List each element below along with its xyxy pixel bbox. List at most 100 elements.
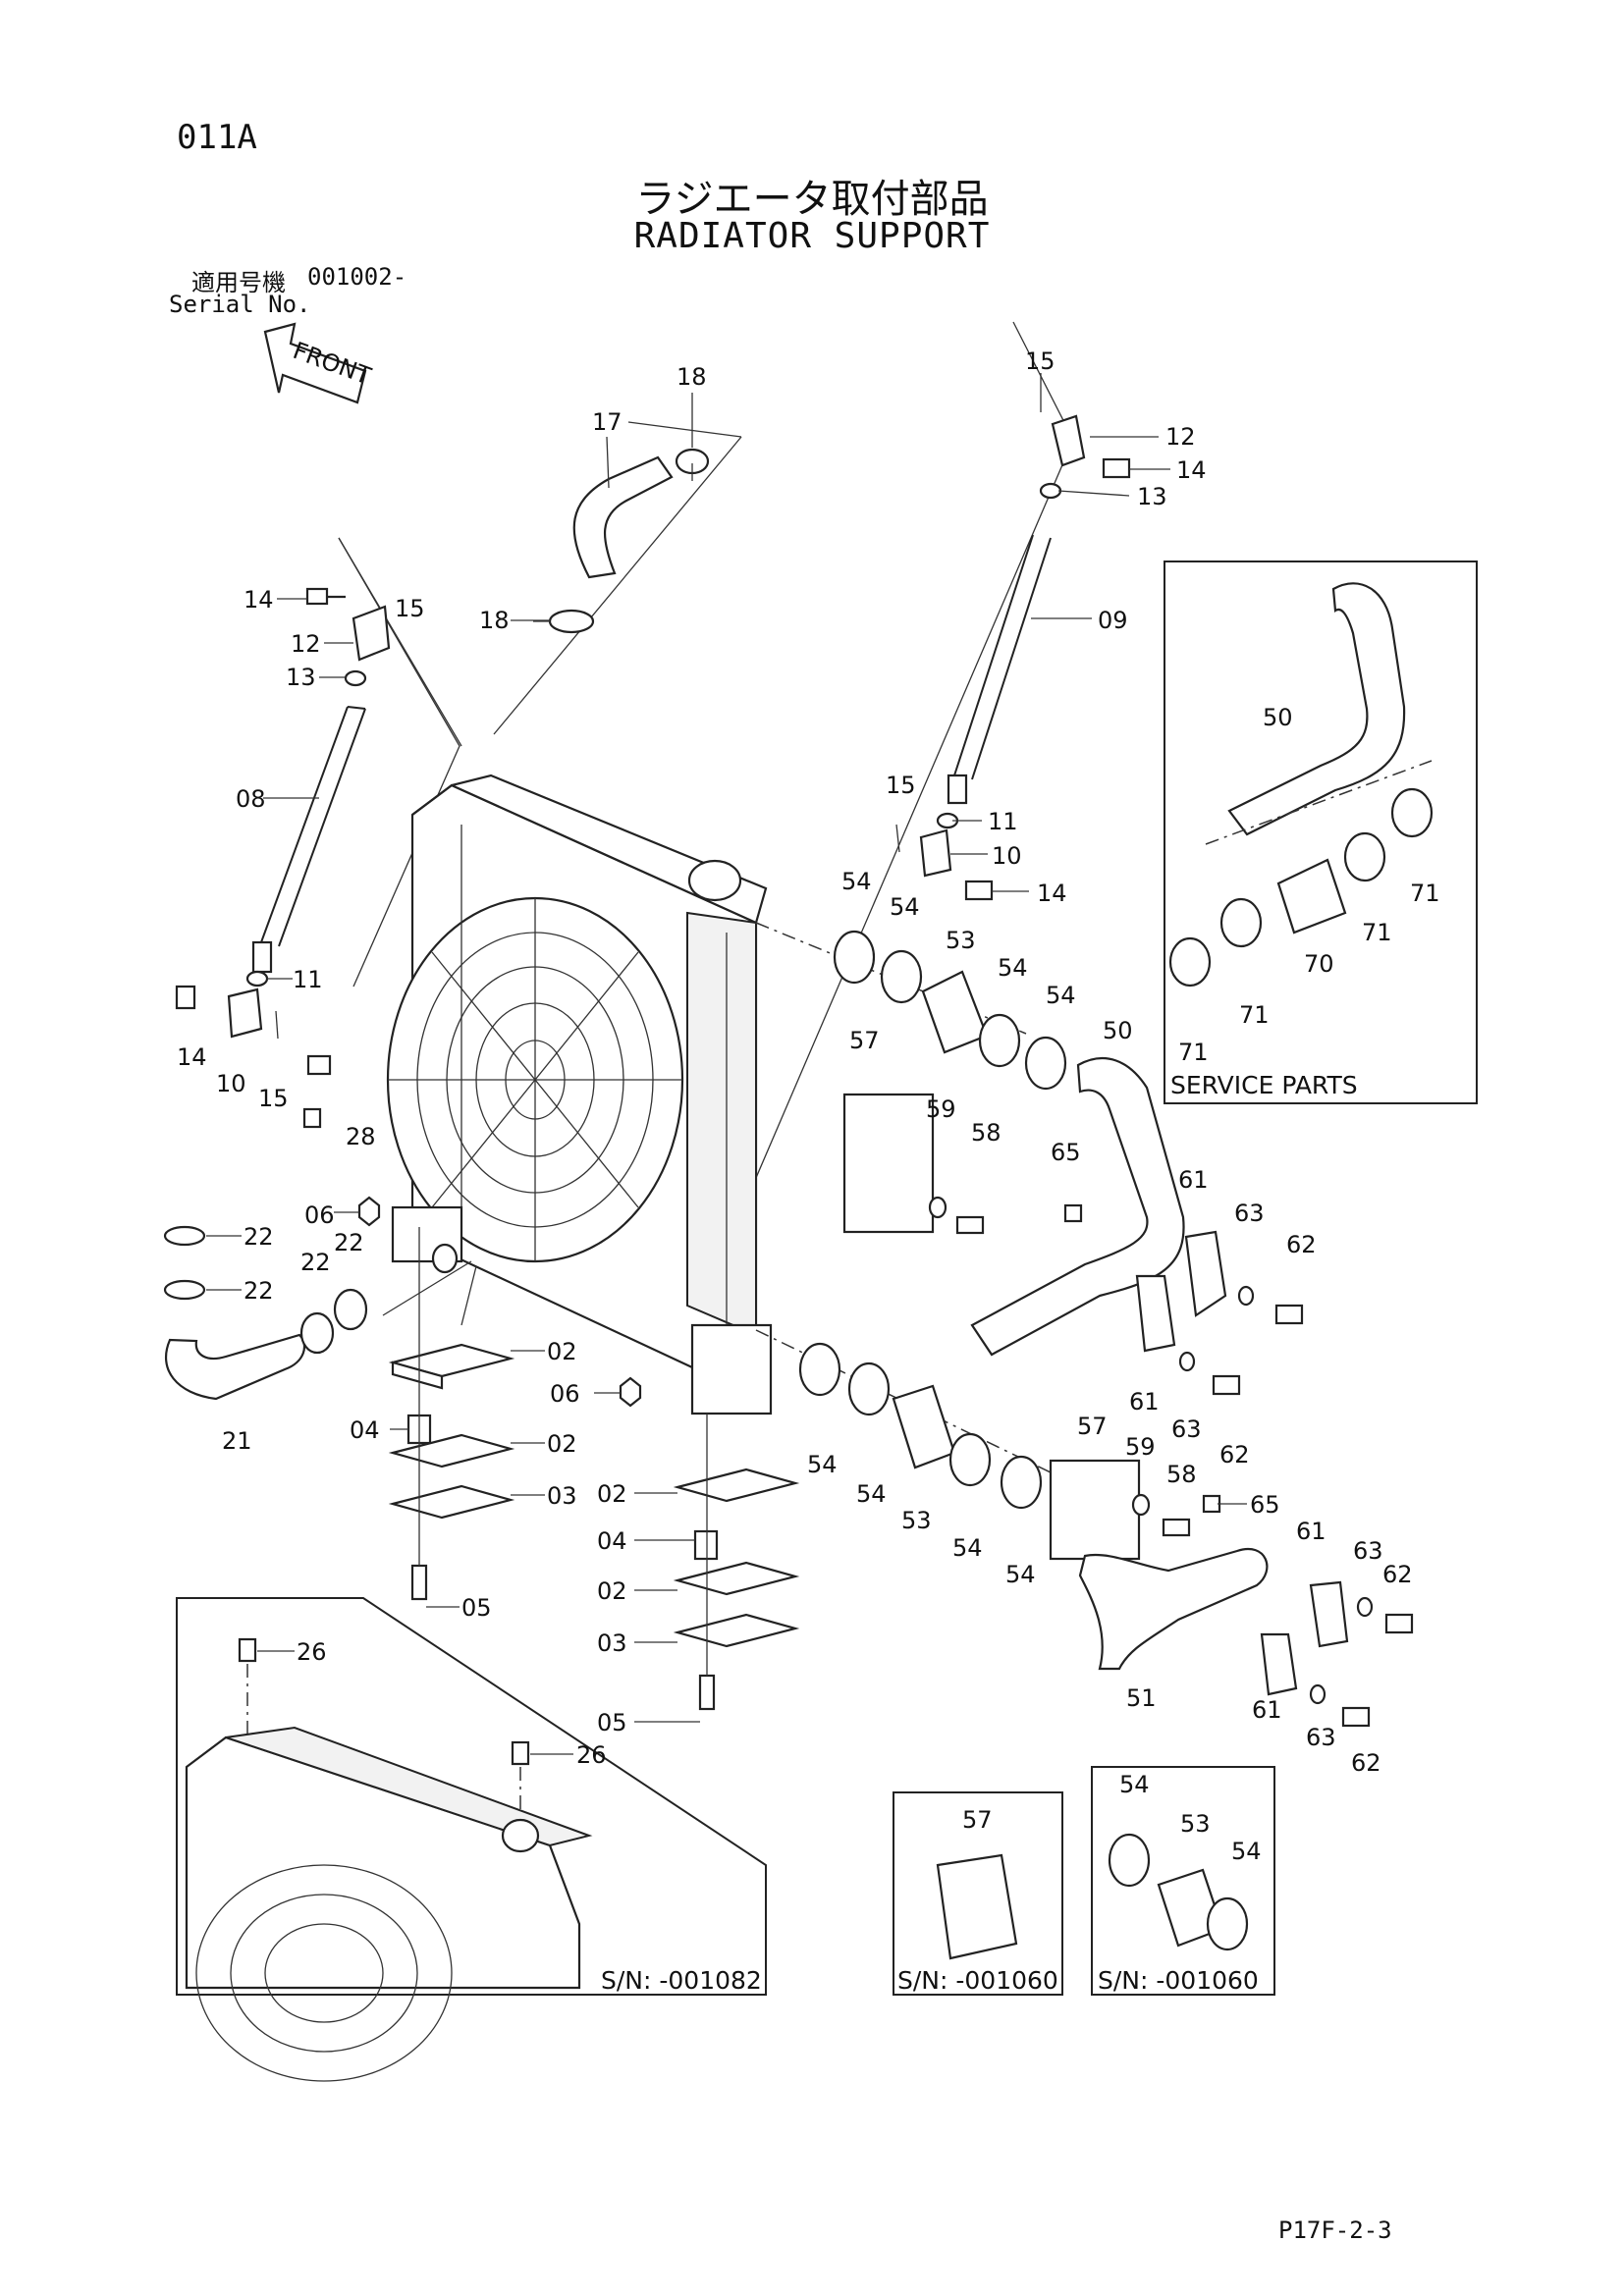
cover-plate-icon	[1049, 1459, 1141, 1561]
callout: 65	[1250, 1491, 1280, 1519]
hose-clamp-icon	[847, 1362, 891, 1416]
bolt-icon	[698, 1674, 716, 1711]
callout: 54	[1005, 1561, 1036, 1588]
callout: 53	[901, 1507, 932, 1534]
callout: 50	[1263, 704, 1293, 731]
bracket-icon	[352, 605, 391, 662]
bolt-icon	[1102, 457, 1131, 479]
title-japanese: ラジエータ取付部品	[635, 177, 989, 222]
callout: 63	[1353, 1537, 1383, 1565]
callout: 59	[1125, 1433, 1156, 1461]
callout: 57	[849, 1027, 880, 1054]
callout: 62	[1351, 1749, 1381, 1777]
callout: 18	[677, 363, 707, 391]
callout: 14	[244, 586, 274, 614]
hose-clamp-icon	[163, 1225, 206, 1247]
callout: 54	[856, 1480, 887, 1508]
rod-end-icon	[947, 774, 968, 805]
callout: 04	[350, 1416, 380, 1444]
callout: 13	[1137, 483, 1167, 510]
sheet-code: P17F-2-3	[1278, 2216, 1392, 2244]
callout: 03	[597, 1629, 627, 1657]
hose-joint-icon	[1276, 858, 1347, 934]
callout: 63	[1171, 1415, 1202, 1443]
hose-clamp-icon	[1219, 897, 1263, 948]
callout: 71	[1410, 880, 1440, 907]
callout: 51	[1126, 1684, 1157, 1712]
nut-icon	[619, 1376, 642, 1408]
callout: 12	[1165, 423, 1196, 451]
callout: 70	[1304, 950, 1334, 978]
callout: 09	[1098, 607, 1128, 634]
cover-plate-icon	[842, 1093, 935, 1234]
callout: 57	[962, 1806, 993, 1834]
hose-clamp-icon	[798, 1342, 841, 1397]
callout: 71	[1178, 1039, 1209, 1066]
callout: 62	[1219, 1441, 1250, 1468]
callout: 22	[244, 1277, 274, 1305]
callout: 54	[890, 893, 920, 921]
right-stay-rod-assembly	[731, 321, 1131, 1236]
callout: 02	[597, 1577, 627, 1605]
callout: 15	[395, 595, 425, 622]
bolt-icon	[305, 587, 329, 606]
leader-lines	[206, 373, 1247, 1755]
callout: 54	[841, 868, 872, 895]
serial-label-japanese: 適用号機	[191, 269, 286, 296]
callout: 08	[236, 785, 266, 813]
callout: 53	[1180, 1810, 1211, 1838]
spacer-icon	[693, 1529, 719, 1561]
callout: 12	[291, 630, 321, 658]
bolt-icon	[238, 1637, 257, 1663]
inset-hose-joint: S/N: -001060	[1091, 1766, 1275, 1996]
title-english: RADIATOR SUPPORT	[633, 216, 991, 256]
bolt-icon	[1162, 1518, 1191, 1537]
callout: 61	[1178, 1166, 1209, 1194]
lower-bracket-icon	[690, 1323, 773, 1415]
bolt-icon	[1274, 1304, 1304, 1325]
callout: 10	[992, 842, 1022, 870]
bolt-icon	[1212, 1374, 1241, 1396]
serial-label-english: Serial No.	[169, 291, 311, 318]
bolt-icon	[1341, 1706, 1371, 1728]
clip-icon	[1309, 1580, 1349, 1648]
callout: 14	[1176, 456, 1207, 484]
callout: 61	[1252, 1696, 1282, 1724]
callout: 63	[1234, 1200, 1265, 1227]
front-arrow-icon: FRONT	[263, 322, 375, 404]
callout: 50	[1103, 1017, 1133, 1044]
callout: 15	[1025, 347, 1056, 375]
mount-plate-icon	[673, 1561, 800, 1596]
hose-clamp-icon	[1108, 1833, 1151, 1888]
callout: 10	[216, 1070, 246, 1097]
bolt-icon	[1202, 1494, 1221, 1514]
hose-clamp-icon	[948, 1432, 992, 1487]
callout: 17	[592, 408, 623, 436]
callout: 62	[1382, 1561, 1413, 1588]
callout: 63	[1306, 1724, 1336, 1751]
hose-clamp-icon	[163, 1279, 206, 1301]
callout: 02	[547, 1338, 577, 1365]
bracket-icon	[919, 828, 952, 878]
upper-connection-hose	[755, 922, 1304, 1396]
bracket-icon	[227, 988, 263, 1039]
bolt-icon	[1384, 1613, 1414, 1634]
callout: 22	[244, 1223, 274, 1251]
callout: 02	[597, 1480, 627, 1508]
callout: 28	[346, 1123, 376, 1150]
hose-clamp-icon	[333, 1288, 368, 1331]
callout: 57	[1077, 1413, 1108, 1440]
callout: 02	[547, 1430, 577, 1458]
callout: 54	[952, 1534, 983, 1562]
service-parts-label: SERVICE PARTS	[1170, 1071, 1358, 1099]
nut-icon	[357, 1196, 381, 1227]
page-code: 011A	[177, 118, 257, 157]
hose-clamp-icon	[1000, 1455, 1043, 1510]
bracket-icon	[1051, 414, 1086, 467]
callout: 71	[1239, 1001, 1270, 1029]
callout: 06	[304, 1201, 335, 1229]
service-parts-box: SERVICE PARTS	[1164, 561, 1478, 1104]
cover-plate-icon	[936, 1853, 1018, 1960]
